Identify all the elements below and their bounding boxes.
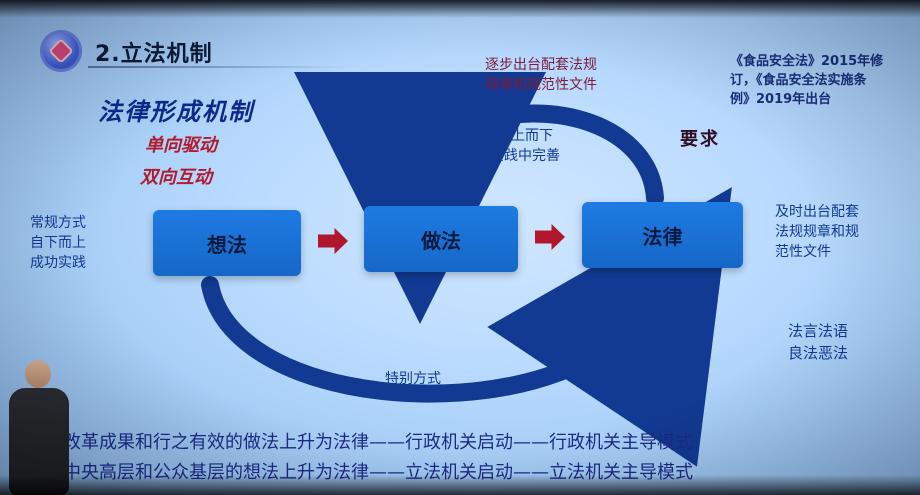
- timely-line-1: 及时出台配套: [775, 204, 859, 220]
- law-language-line-2: 良法恶法: [788, 344, 849, 362]
- top-note-line-1: 逐步出台配套法规: [485, 57, 597, 73]
- right-note-line-1: 《食品安全法》2015年修: [730, 54, 884, 69]
- top-note-line-2: 规章和规范性文件: [485, 77, 597, 93]
- one-way-label: 单向驱动: [145, 135, 217, 156]
- conventional-note: 常规方式 自下而上 成功实践: [30, 213, 86, 273]
- conventional-line-3: 成功实践: [30, 255, 86, 271]
- top-down-line-1: 自上而下: [497, 128, 553, 144]
- timely-line-2: 法规规章和规: [775, 224, 859, 240]
- audience-silhouettes: [0, 475, 920, 495]
- right-note-line-3: 例》2019年出台: [730, 92, 832, 107]
- right-note: 《食品安全法》2015年修 订，《食品安全法实施条 例》2019年出台: [730, 52, 883, 109]
- practice-box: 做法: [364, 206, 518, 272]
- emblem-logo: [40, 30, 82, 72]
- idea-label: 想法: [207, 232, 247, 257]
- timely-line-3: 范性文件: [775, 244, 831, 260]
- law-label: 法律: [642, 224, 683, 249]
- title-underline: [88, 66, 348, 68]
- two-way-label: 双向互动: [140, 167, 212, 188]
- law-language-note: 法言法语 良法恶法: [788, 320, 848, 364]
- curved-arrow-top: [294, 71, 664, 324]
- requirement-label: 要求: [680, 129, 720, 150]
- speaker-head: [25, 360, 51, 388]
- law-language-line-1: 法言法语: [788, 322, 849, 340]
- conventional-line-1: 常规方式: [30, 215, 86, 231]
- top-note: 逐步出台配套法规 规章和规范性文件: [485, 55, 597, 95]
- top-down-note: 自上而下 实践中完善: [490, 126, 560, 166]
- bottom-line-1: 将改革成果和行之有效的做法上升为法律——行政机关启动——行政机关主导模式: [45, 432, 693, 453]
- law-box: 法律: [582, 202, 743, 268]
- slide-title: 2.立法机制: [95, 42, 213, 67]
- idea-box: 想法: [153, 210, 301, 276]
- special-way-label: 特别方式: [385, 371, 441, 387]
- timely-note: 及时出台配套 法规规章和规 范性文件: [775, 202, 859, 262]
- practice-label: 做法: [421, 228, 461, 253]
- right-note-line-2: 订，《食品安全法实施条: [730, 73, 867, 88]
- top-shadow: [0, 0, 920, 18]
- top-down-line-2: 实践中完善: [490, 148, 560, 164]
- curved-arrow-bottom: [201, 187, 732, 467]
- law-formation-heading: 法律形成机制: [98, 98, 254, 126]
- conventional-line-2: 自下而上: [30, 235, 86, 251]
